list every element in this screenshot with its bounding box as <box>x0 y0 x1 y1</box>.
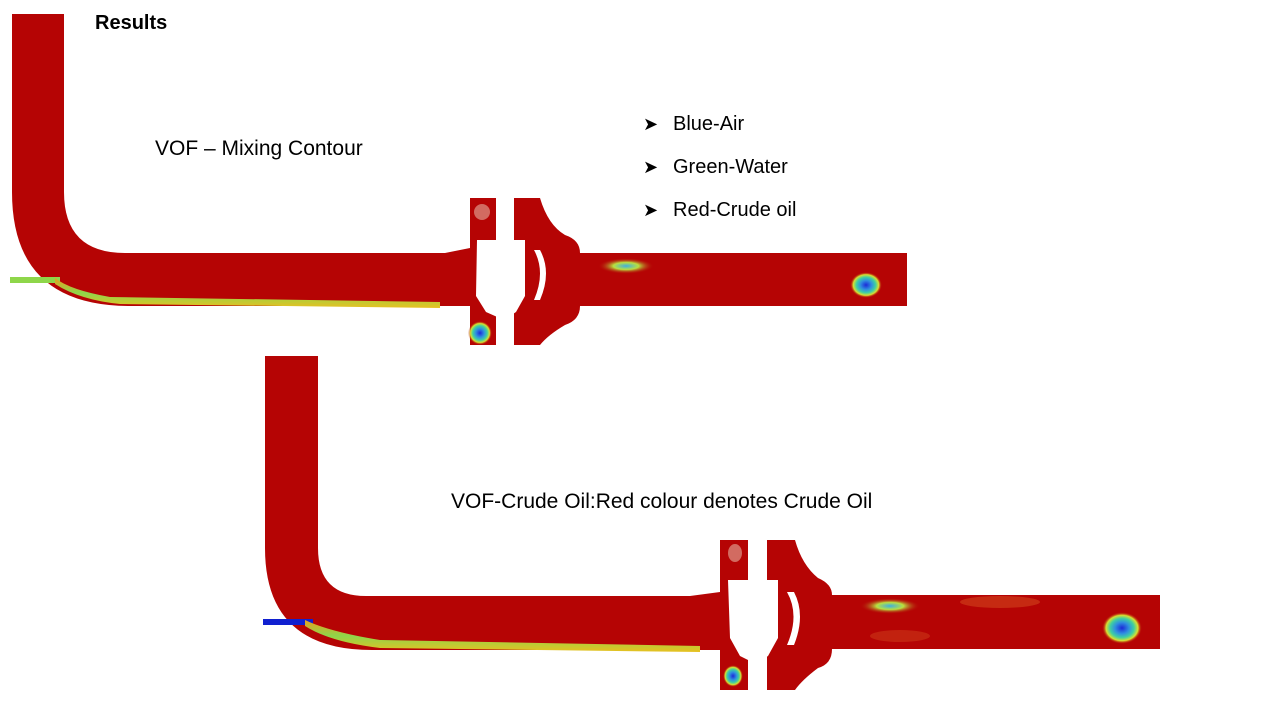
legend-label-air: Blue-Air <box>673 113 745 135</box>
legend-item: ➤ Green-Water <box>643 154 796 197</box>
legend-item: ➤ Blue-Air <box>643 111 796 154</box>
legend-label-water: Green-Water <box>673 156 788 178</box>
arrow-bullet-icon: ➤ <box>643 157 659 177</box>
phase-legend: ➤ Blue-Air ➤ Green-Water ➤ Red-Crude oil <box>643 111 796 240</box>
pipe-1 <box>10 14 907 345</box>
pipe-2 <box>263 356 1160 690</box>
arrow-bullet-icon: ➤ <box>643 200 659 220</box>
arrow-bullet-icon: ➤ <box>643 114 659 134</box>
slide-title: Results <box>95 12 168 34</box>
legend-item: ➤ Red-Crude oil <box>643 197 796 240</box>
legend-label-crude-oil: Red-Crude oil <box>673 199 797 221</box>
mixing-contour-caption: VOF – Mixing Contour <box>155 137 363 160</box>
crude-oil-caption: VOF-Crude Oil:Red colour denotes Crude O… <box>451 490 873 513</box>
